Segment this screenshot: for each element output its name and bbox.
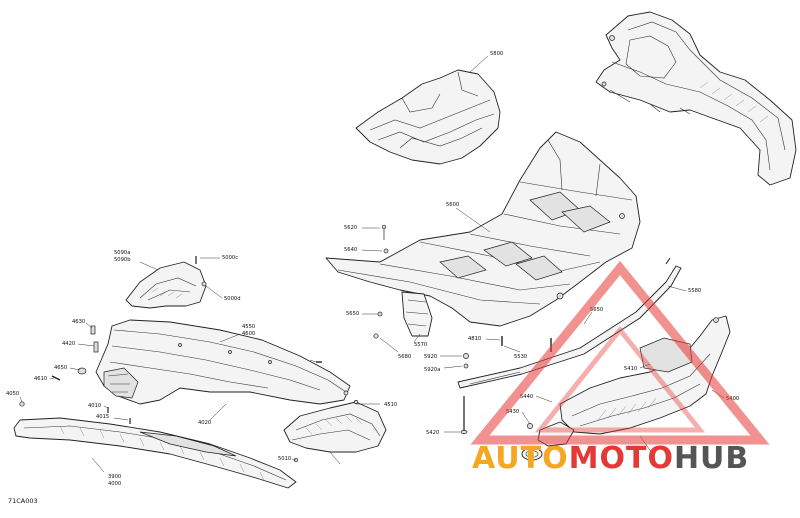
callout-5530: 5530 [514,354,527,360]
watermark-moto: MOTO [569,441,674,476]
callout-5920: 5920 [424,354,437,360]
callout-5650: 5650 [346,311,359,317]
callout-4015: 4015 [96,414,109,420]
part-3900-running-board [13,417,297,489]
callout-5620: 5620 [344,225,357,231]
callout-4550: 4550 [242,324,255,330]
callout-5800: 5800 [490,51,503,57]
callout-4510: 5010 [278,456,291,462]
callout-5680: 5680 [398,354,411,360]
watermark-logo: AUTOMOTOHUB [470,260,770,476]
part-5690-tube [457,257,682,389]
callout-5420: 5410 [624,366,637,372]
callout-3900: 3900 [108,474,121,480]
callout-5000d: 5000d [224,296,241,302]
callout-5640: 5640 [344,247,357,253]
callout-5090a: 5090a [114,250,130,256]
callout-5600: 5600 [446,202,459,208]
callout-4650: 4650 [54,365,67,371]
part-4700-skid-plate [283,390,387,463]
callout-4630: 4630 [72,319,85,325]
callout-4610: 4610 [34,376,47,382]
callout-5920a: 5920a [424,367,440,373]
watermark-triangle-icon [470,260,770,445]
rear-frame-assembly [595,11,797,186]
part-5600-floor-pan [325,131,641,337]
callout-4520: 4510 [384,402,397,408]
callout-5650-b: 5440 [520,394,533,400]
callout-4420: 4420 [62,341,75,347]
watermark-auto: AUTO [472,441,569,476]
callout-4810: 4810 [468,336,481,342]
diagram-id: 71CA003 [8,497,38,505]
callout-5440: 5430 [506,409,519,415]
callout-5410: 5400 [726,396,739,402]
callout-4600: 4600 [242,331,255,337]
part-5800-seat-tray [355,69,501,165]
watermark-hub: HUB [674,441,749,476]
part-4550-side-panel [95,319,351,405]
hardware-bolts-center [373,224,552,369]
callout-5690: 5580 [688,288,701,294]
watermark-text: AUTOMOTOHUB [472,441,749,476]
callout-4010: 4010 [88,403,101,409]
callout-4000: 4000 [108,481,121,487]
callout-5090b: 5090b [114,257,131,263]
callout-5010: 5420 [426,430,439,436]
callout-4050: 4050 [6,391,19,397]
part-5010-rod [460,396,468,434]
part-5090-bracket [125,256,207,309]
part-5400-lower-guard [527,315,731,435]
callout-5000c: 5000c [222,255,238,261]
callout-5570: 5570 [414,342,427,348]
callout-4020: 4020 [198,420,211,426]
callout-5580: 5650 [590,307,603,313]
